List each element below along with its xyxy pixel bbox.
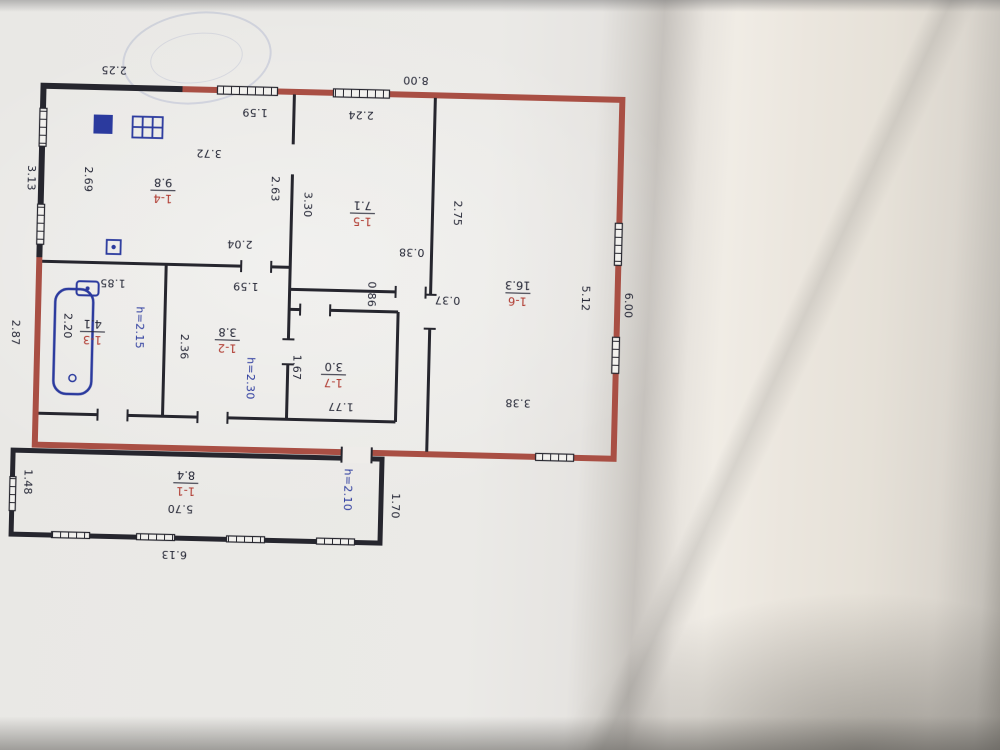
room-area: 3.8 xyxy=(218,325,237,340)
room-label: 1-3 4.1 xyxy=(79,316,106,347)
dim-label: 1.59 xyxy=(241,105,268,120)
room-number: 1-5 xyxy=(349,212,375,229)
dim-label: 2.36 xyxy=(177,333,192,360)
room-label: 1-5 7.1 xyxy=(349,198,376,229)
room-number: 1-2 xyxy=(214,339,240,356)
dim-label: 1.59 xyxy=(232,279,259,294)
dim-label: 3.38 xyxy=(504,396,531,410)
door-openings xyxy=(96,260,437,464)
room-area: 9.8 xyxy=(153,175,173,190)
dim-label: 2.63 xyxy=(268,175,282,202)
dim-label: 2.04 xyxy=(226,237,253,251)
dim-label: 2.75 xyxy=(450,200,465,227)
dim-label: 0.38 xyxy=(398,245,425,260)
dim-label: 8.00 xyxy=(402,73,429,88)
dim-label: 3.13 xyxy=(24,164,39,191)
dim-label: 2.20 xyxy=(60,312,75,339)
dim-label: 2.87 xyxy=(8,319,23,346)
fixtures xyxy=(52,114,164,396)
room-label: 1-1 8.4 xyxy=(173,468,199,499)
room-area: 3.0 xyxy=(324,359,344,375)
dim-label: 5.70 xyxy=(167,501,194,516)
dim-label: 1.85 xyxy=(99,276,126,290)
room-number: 1-6 xyxy=(504,292,531,309)
dim-label: 0.37 xyxy=(434,293,461,307)
room-area: 16.3 xyxy=(504,278,531,293)
dim-label: 1.67 xyxy=(289,354,304,381)
room-label: 1-4 9.8 xyxy=(150,175,176,206)
room-number: 1-3 xyxy=(79,330,105,347)
dim-label: 2.24 xyxy=(347,108,374,122)
room-label: 1-7 3.0 xyxy=(320,359,347,390)
room-height-label: h=2.15 xyxy=(132,306,147,350)
room-label: 1-6 16.3 xyxy=(504,278,531,309)
sink-icon xyxy=(75,280,100,297)
dim-label: 6.13 xyxy=(161,547,188,562)
bathtub-drain-icon xyxy=(68,373,77,383)
room-number: 1-7 xyxy=(320,373,346,390)
room-area: 8.4 xyxy=(176,468,196,483)
dim-label: 1.70 xyxy=(388,492,403,519)
dim-label: 6.00 xyxy=(621,292,636,319)
floor-plan-walls xyxy=(8,82,626,546)
flue-icon xyxy=(105,238,122,256)
window-hatches xyxy=(8,85,623,546)
dim-label: 5.12 xyxy=(578,285,593,312)
sink-drain-icon xyxy=(85,286,90,291)
stove-icon xyxy=(93,114,113,134)
bathtub-icon xyxy=(52,287,95,396)
room-height-label: h=2.10 xyxy=(340,468,355,512)
room-label: 1-2 3.8 xyxy=(214,325,241,356)
room-number: 1-1 xyxy=(173,482,199,499)
room-area: 7.1 xyxy=(353,198,373,213)
dim-label: 2.25 xyxy=(100,63,127,77)
dim-label: 1.77 xyxy=(327,399,354,414)
dim-label: 2.69 xyxy=(81,166,96,193)
floor-plan-drawing: 2.25 8.00 3.13 2.87 6.00 6.13 1.70 1-4 9… xyxy=(6,63,635,561)
dim-label: 3.30 xyxy=(300,191,315,218)
room-area: 4.1 xyxy=(83,316,103,332)
interior-walls xyxy=(38,94,437,452)
room-height-label: h=2.30 xyxy=(243,356,258,400)
room-number: 1-4 xyxy=(150,189,176,206)
radiator-icon xyxy=(131,115,164,140)
dim-label: 1.48 xyxy=(21,468,35,495)
dim-label: 3.72 xyxy=(195,146,222,161)
dim-label: 0.86 xyxy=(364,281,379,308)
